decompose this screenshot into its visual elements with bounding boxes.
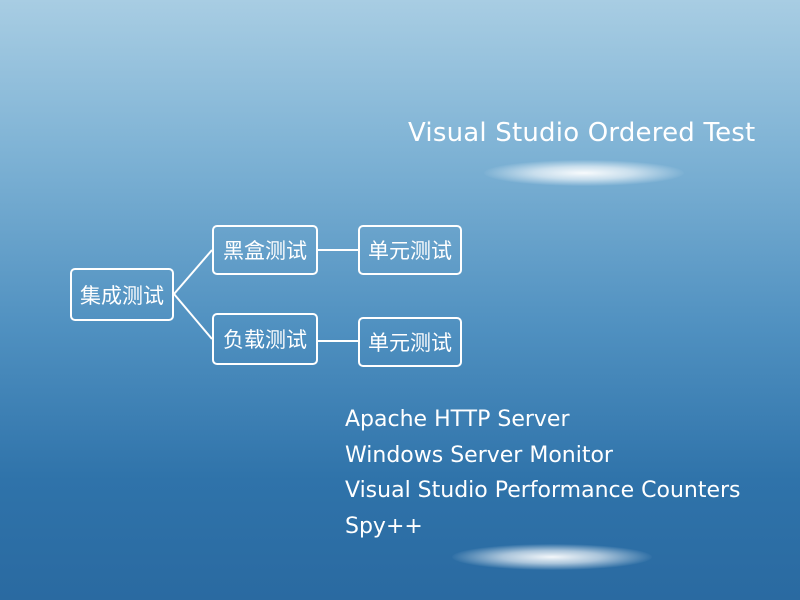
title-glow-decoration xyxy=(484,160,684,186)
tool-item-apache: Apache HTTP Server xyxy=(345,407,570,432)
tool-item-spy: Spy++ xyxy=(345,513,423,539)
tools-list: Apache HTTP Server Windows Server Monito… xyxy=(345,402,785,544)
connector-root-to-load xyxy=(173,293,213,340)
node-unit-test-1: 单元测试 xyxy=(358,225,462,275)
bottom-glow-decoration xyxy=(452,544,652,570)
connector-root-to-black-box xyxy=(173,249,213,295)
slide-title: Visual Studio Ordered Test xyxy=(408,118,756,148)
node-black-box-test: 黑盒测试 xyxy=(212,225,318,275)
node-integration-test: 集成测试 xyxy=(70,268,174,321)
tool-item-performance-counters: Visual Studio Performance Counters xyxy=(345,478,741,503)
node-unit-test-2: 单元测试 xyxy=(358,317,462,367)
tool-item-server-monitor: Windows Server Monitor xyxy=(345,442,613,468)
node-load-test: 负载测试 xyxy=(212,313,318,365)
